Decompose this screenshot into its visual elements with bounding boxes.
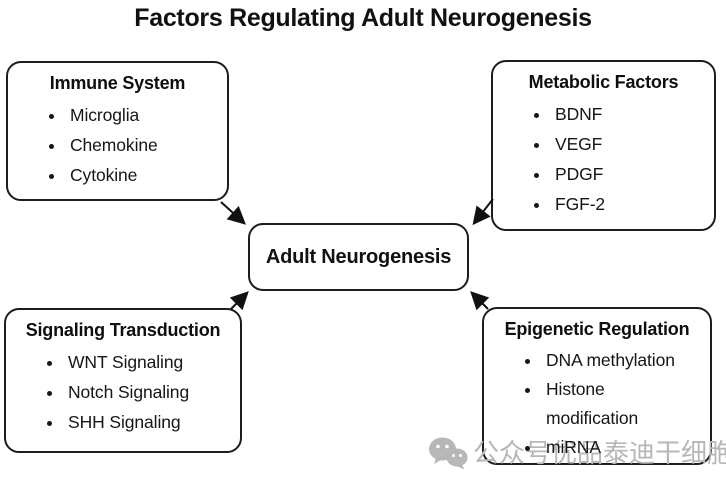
arrow-epigenetic-to-center (470, 291, 490, 311)
list-item: PDGF (551, 159, 708, 189)
list-item: Chemokine (66, 130, 221, 160)
list-item: BDNF (551, 99, 708, 129)
list-item: Histone modification (542, 375, 696, 433)
list-item: miRNA (542, 433, 696, 462)
node-immune-system: Immune System Microglia Chemokine Cytoki… (6, 61, 229, 201)
list-item: WNT Signaling (64, 347, 234, 377)
node-title: Metabolic Factors (528, 72, 679, 92)
list-item: DNA methylation (542, 346, 696, 375)
list-item: VEGF (551, 129, 708, 159)
watermark: 公众号优品泰迪干细胞 (428, 436, 726, 470)
arrow-signaling-to-center (229, 291, 249, 311)
node-metabolic-factors: Metabolic Factors BDNF VEGF PDGF FGF-2 (491, 60, 716, 231)
node-item-list: BDNF VEGF PDGF FGF-2 (493, 99, 714, 219)
list-item: Microglia (66, 100, 221, 130)
node-title: Immune System (49, 73, 186, 93)
node-signaling-transduction: Signaling Transduction WNT Signaling Not… (4, 308, 242, 453)
watermark-text: 公众号优品泰迪干细胞 (473, 438, 726, 468)
list-item: FGF-2 (551, 189, 708, 219)
diagram-title: Factors Regulating Adult Neurogenesis (134, 4, 592, 32)
node-title: Epigenetic Regulation (504, 319, 690, 339)
center-node-label: Adult Neurogenesis (265, 245, 452, 268)
arrow-immune-to-center (220, 201, 246, 225)
list-item: Cytokine (66, 160, 221, 190)
list-item: SHH Signaling (64, 407, 234, 437)
node-item-list: WNT Signaling Notch Signaling SHH Signal… (6, 347, 240, 437)
node-item-list: Microglia Chemokine Cytokine (8, 100, 227, 190)
node-adult-neurogenesis: Adult Neurogenesis (248, 223, 469, 291)
list-item: Notch Signaling (64, 377, 234, 407)
node-title: Signaling Transduction (25, 320, 221, 340)
wechat-icon (429, 437, 468, 470)
node-epigenetic-regulation: Epigenetic Regulation DNA methylation Hi… (482, 307, 712, 465)
node-item-list: DNA methylation Histone modification miR… (484, 346, 710, 462)
